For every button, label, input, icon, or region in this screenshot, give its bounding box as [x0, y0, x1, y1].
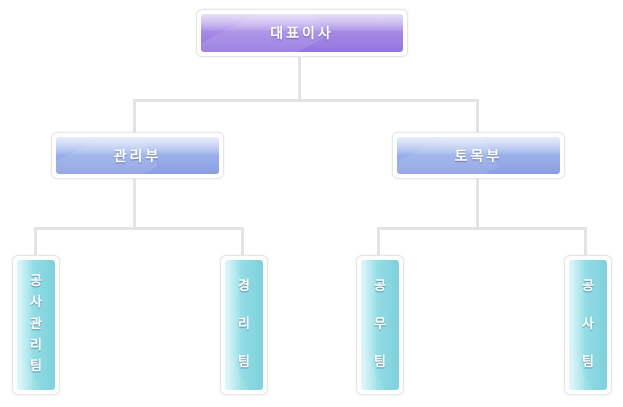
team-label-char: 사 — [582, 316, 594, 332]
team-label-char: 공 — [582, 278, 594, 294]
connector-team1-up — [34, 227, 37, 257]
connector-dept2-down — [476, 178, 479, 229]
department-node-civil[interactable]: 토목부 — [392, 132, 565, 179]
connector-dept1-branch — [34, 227, 244, 230]
department-label: 관리부 — [113, 148, 162, 165]
team-label-char: 리 — [238, 316, 250, 332]
team-label-char: 팀 — [238, 354, 250, 370]
ceo-box: 대표이사 — [201, 14, 403, 52]
team-label-char: 사 — [30, 295, 42, 311]
team-label-char: 공 — [30, 274, 42, 290]
team-label-char: 팀 — [582, 354, 594, 370]
connector-team4-up — [584, 227, 587, 257]
team-label-char: 경 — [238, 278, 250, 294]
ceo-label: 대표이사 — [270, 26, 334, 42]
connector-team3-up — [377, 227, 380, 257]
department-label: 토목부 — [454, 148, 503, 165]
department-box: 관리부 — [56, 137, 219, 174]
connector-dept2-up — [476, 99, 479, 132]
ceo-node[interactable]: 대표이사 — [196, 9, 408, 57]
connector-dept1-down — [133, 178, 136, 229]
department-node-management[interactable]: 관리부 — [51, 132, 224, 179]
team-label-char: 관 — [30, 316, 42, 332]
department-box: 토목부 — [397, 137, 560, 174]
connector-dept1-up — [133, 99, 136, 132]
team-label-char: 무 — [374, 316, 386, 332]
connector-dept2-branch — [377, 227, 587, 230]
connector-ceo-branch — [133, 99, 479, 102]
team-label-char: 공 — [374, 278, 386, 294]
team-label-char: 팀 — [374, 354, 386, 370]
team-label-char: 리 — [30, 337, 42, 353]
connector-team2-up — [241, 227, 244, 257]
connector-ceo-down — [298, 54, 301, 101]
team-label-char: 팀 — [30, 358, 42, 374]
